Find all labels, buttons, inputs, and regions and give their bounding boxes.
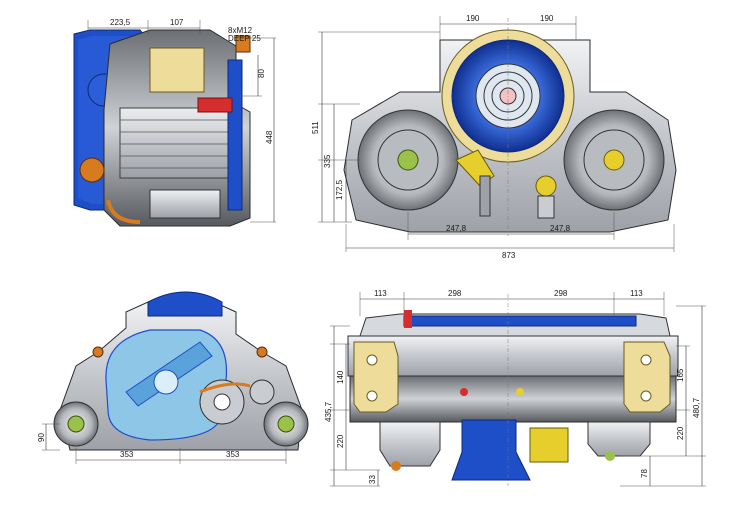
top-dim-lines — [330, 292, 706, 487]
top-dim-t1: 113 — [374, 289, 387, 298]
top-dim-t3: 298 — [554, 289, 568, 298]
front-dim-h-mid: 335 — [323, 154, 332, 168]
top-dim-r2: 220 — [676, 426, 685, 440]
front-dim-total: 873 — [502, 251, 516, 260]
side-view: 223,5 107 8xM12 DEEP 25 80 448 — [73, 18, 276, 227]
rear-dim-h: 90 — [37, 433, 46, 442]
rear-dim-l: 353 — [120, 450, 134, 459]
side-dim-h2: 448 — [265, 130, 274, 144]
front-dim-h-total: 511 — [311, 121, 320, 134]
side-dim-lines — [87, 20, 276, 223]
front-view: 190 190 511 335 172,5 247,8 247,8 873 — [311, 14, 677, 260]
side-dim-note2: DEEP 25 — [228, 34, 261, 43]
side-dim-w1: 223,5 — [110, 18, 131, 27]
front-dim-lines — [318, 16, 675, 252]
top-dim-l1: 140 — [336, 370, 345, 384]
front-dim-top-r: 190 — [540, 14, 554, 23]
top-dim-r1: 165 — [676, 368, 685, 382]
rear-dim-lines — [42, 423, 287, 464]
front-dim-h-low: 172,5 — [335, 179, 344, 200]
side-dim-note1: 8xM12 — [228, 26, 253, 35]
front-dim-half-l: 247,8 — [446, 224, 467, 233]
top-dim-l4: 33 — [368, 475, 377, 484]
top-dim-r4: 78 — [640, 469, 649, 478]
side-dim-w2: 107 — [170, 18, 184, 27]
top-dim-r3: 480,7 — [692, 397, 701, 418]
front-dim-top-l: 190 — [466, 14, 480, 23]
top-dim-t2: 298 — [448, 289, 462, 298]
top-dim-l3: 220 — [336, 434, 345, 448]
front-dim-half-r: 247,8 — [550, 224, 571, 233]
top-dim-t4: 113 — [630, 289, 643, 298]
rear-view: 90 353 353 — [37, 291, 309, 464]
top-dim-l2: 435,7 — [324, 401, 333, 422]
side-dim-h1: 80 — [257, 69, 266, 78]
rear-dim-r: 353 — [226, 450, 240, 459]
top-view: 113 298 298 113 140 435,7 220 33 165 220… — [324, 289, 706, 487]
